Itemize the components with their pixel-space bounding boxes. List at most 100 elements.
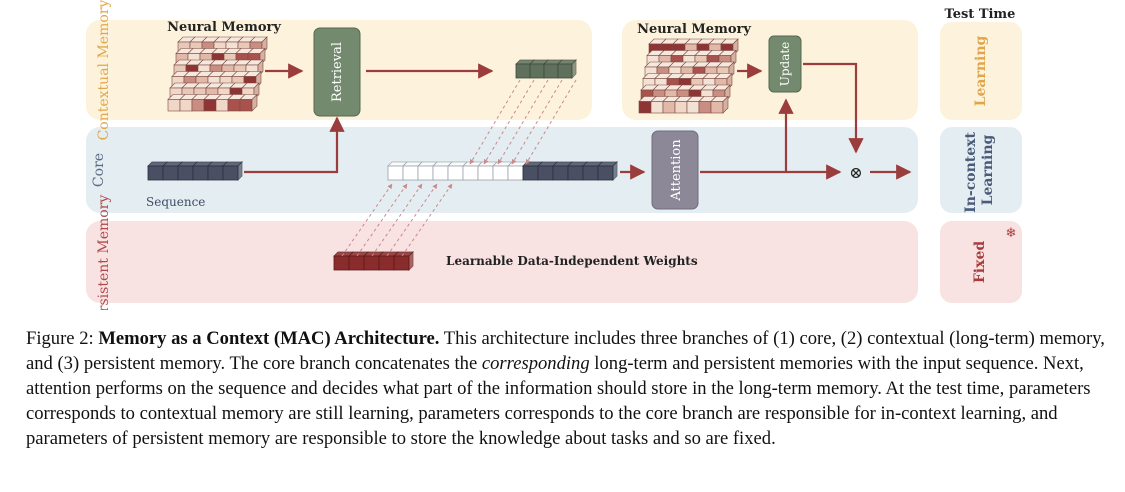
retrieved-token: [557, 63, 573, 79]
memory-cell: [179, 99, 193, 112]
figure-caption: Figure 2: Memory as a Context (MAC) Arch…: [26, 326, 1116, 451]
update-label: Update: [778, 42, 792, 87]
arrow-update-to-multiply: [803, 62, 864, 154]
caption-prefix: Figure 2:: [26, 328, 99, 349]
placeholder-token: [387, 165, 404, 181]
dashed-persistent-link: [386, 183, 438, 257]
lane-label-contextual-memory: Contextual Memory: [96, 0, 112, 140]
dashed-persistent-link: [371, 183, 423, 257]
placeholder-token: [432, 165, 449, 181]
persistent-token: [333, 255, 350, 271]
snowflake-icon: ❄: [1006, 226, 1017, 241]
caption-body-1: This architecture includes three branche…: [26, 328, 1105, 374]
retrieved-token-side: [571, 59, 577, 79]
memory-cell: [638, 101, 652, 114]
memory-cell: [710, 101, 724, 114]
persistent-token: [393, 255, 410, 271]
dashed-persistent-link: [341, 183, 393, 257]
test-time-fixed-label: Fixed: [972, 241, 988, 284]
memory-cell: [203, 99, 217, 112]
arrow-sequence-to-retrieval: [244, 116, 345, 174]
test-time-fixed-box: [940, 221, 1022, 303]
sequence-token: [162, 165, 179, 181]
placeholder-token: [492, 165, 509, 181]
dashed-persistent-link: [356, 183, 408, 257]
caption-title: Memory as a Context (MAC) Architecture.: [98, 328, 440, 349]
caption-body-2: long-term and persistent memories with t…: [26, 353, 1091, 449]
sequence-token: [192, 165, 209, 181]
memory-cell: [698, 101, 712, 114]
placeholder-token: [417, 165, 434, 181]
test-time-in-context-box: [940, 127, 1022, 213]
concat-sequence-token: [552, 165, 569, 181]
placeholder-token: [507, 165, 524, 181]
dashed-retrieved-link: [511, 79, 563, 165]
test-time-learning-label: Learning: [973, 35, 989, 106]
memory-cell: [650, 101, 664, 114]
neural-memory-title-right: Neural Memory: [637, 22, 751, 37]
test-time-title: Test Time: [945, 7, 1016, 22]
concatenated-sequence-tokens: [387, 161, 618, 181]
attention-label: Attention: [669, 139, 684, 202]
multiply-operator: ⊗: [849, 163, 862, 182]
memory-cell: [167, 99, 181, 112]
concat-sequence-token: [597, 165, 614, 181]
sequence-token: [147, 165, 164, 181]
update-box: [768, 35, 802, 93]
retrieval-box: [313, 27, 361, 117]
memory-cell: [227, 99, 241, 112]
lane-label-core: Core: [91, 153, 107, 187]
placeholder-token: [462, 165, 479, 181]
neural-memory-title-left: Neural Memory: [167, 20, 281, 35]
retrieved-memory-tokens: [515, 59, 577, 79]
sequence-token-side: [237, 161, 243, 181]
concat-sequence-token-side: [612, 161, 618, 181]
lane-label-persistent-memory: Persistent Memory: [96, 195, 112, 310]
memory-cell-side: [722, 95, 729, 114]
mac-architecture-diagram: Contextual Memory Core Persistent Memory…: [86, 0, 1022, 310]
persistent-memory-tokens: [333, 251, 414, 271]
retrieval-label: Retrieval: [330, 42, 345, 102]
placeholder-token: [402, 165, 419, 181]
sequence-token: [207, 165, 224, 181]
memory-cell: [686, 101, 700, 114]
sequence-token: [222, 165, 239, 181]
concat-sequence-token: [537, 165, 554, 181]
persistent-token: [348, 255, 365, 271]
caption-emphasis: corresponding: [481, 353, 590, 374]
memory-cell: [239, 99, 253, 112]
dashed-persistent-link: [401, 183, 453, 257]
memory-cell: [191, 99, 205, 112]
sequence-token: [177, 165, 194, 181]
retrieved-token: [529, 63, 545, 79]
memory-cell: [215, 99, 229, 112]
memory-cell-side: [251, 93, 258, 112]
concat-sequence-token: [567, 165, 584, 181]
sequence-label: Sequence: [146, 195, 205, 209]
concat-sequence-token: [582, 165, 599, 181]
neural-memory-cube-right: [638, 38, 739, 114]
neural-memory-cube-left: [167, 36, 268, 112]
attention-box: [651, 130, 699, 210]
dashed-retrieved-link: [525, 79, 577, 165]
flow-arrows: [244, 62, 912, 180]
persistent-token-side: [408, 251, 414, 271]
persistent-token: [378, 255, 395, 271]
memory-cell: [674, 101, 688, 114]
memory-cell: [662, 101, 676, 114]
retrieved-token: [543, 63, 559, 79]
dashed-retrieved-link: [469, 79, 521, 165]
placeholder-token: [477, 165, 494, 181]
retrieved-token: [515, 63, 531, 79]
test-time-learning-box: [940, 22, 1022, 120]
persistent-memory-lane: [86, 221, 918, 303]
concat-sequence-token: [522, 165, 539, 181]
persistent-token: [363, 255, 380, 271]
weights-label: Learnable Data-Independent Weights: [446, 254, 698, 268]
dashed-retrieved-link: [483, 79, 535, 165]
placeholder-token: [447, 165, 464, 181]
test-time-in-context-label: In-context Learning: [963, 127, 996, 213]
concatenation-dashed-lines: [341, 79, 577, 257]
input-sequence-tokens: [147, 161, 243, 181]
dashed-retrieved-link: [497, 79, 549, 165]
